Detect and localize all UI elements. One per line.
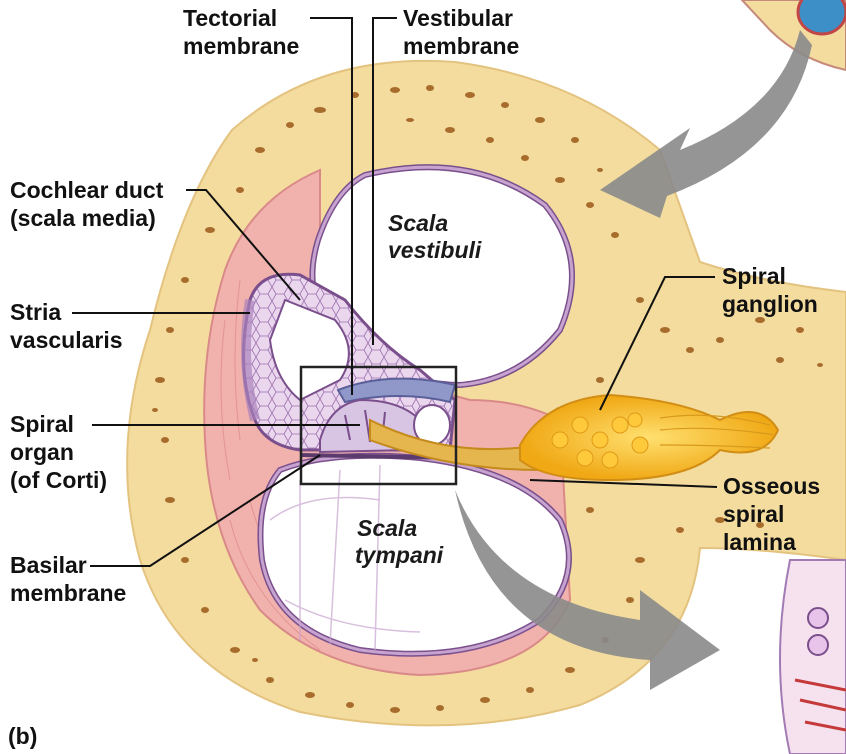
label-line: Spiral — [722, 262, 818, 290]
label-line: Stria — [10, 298, 123, 326]
label-line: Basilar — [10, 551, 126, 579]
label-scala-vestibuli: Scala vestibuli — [388, 210, 481, 264]
label-line: ganglion — [722, 290, 818, 318]
label-line: Spiral — [10, 410, 107, 438]
incoming-arrow — [600, 30, 812, 218]
label-cochlear-duct: Cochlear duct (scala media) — [10, 176, 163, 232]
label-stria-vascularis: Stria vascularis — [10, 298, 123, 354]
label-line: Scala — [355, 515, 443, 542]
label-spiral-ganglion: Spiral ganglion — [722, 262, 818, 318]
label-line: Cochlear duct — [10, 176, 163, 204]
label-osseous-spiral-lamina: Osseous spiral lamina — [723, 472, 820, 556]
label-line: Tectorial — [183, 4, 299, 32]
label-basilar-membrane: Basilar membrane — [10, 551, 126, 607]
label-line: Vestibular — [403, 4, 519, 32]
label-line: (of Corti) — [10, 466, 107, 494]
label-line: vascularis — [10, 326, 123, 354]
label-line: membrane — [10, 579, 126, 607]
label-line: spiral — [723, 500, 820, 528]
label-line: membrane — [403, 32, 519, 60]
label-vestibular-membrane: Vestibular membrane — [403, 4, 519, 60]
label-line: Osseous — [723, 472, 820, 500]
inset-bottom-right — [780, 560, 846, 754]
label-line: (scala media) — [10, 204, 163, 232]
label-line: membrane — [183, 32, 299, 60]
label-scala-tympani: Scala tympani — [355, 515, 443, 569]
label-line: organ — [10, 438, 107, 466]
label-line: lamina — [723, 528, 820, 556]
label-line: Scala — [388, 210, 481, 237]
label-spiral-organ: Spiral organ (of Corti) — [10, 410, 107, 494]
label-line: vestibuli — [388, 237, 481, 264]
panel-label: (b) — [8, 722, 37, 750]
label-tectorial-membrane: Tectorial membrane — [183, 4, 299, 60]
label-line: tympani — [355, 542, 443, 569]
